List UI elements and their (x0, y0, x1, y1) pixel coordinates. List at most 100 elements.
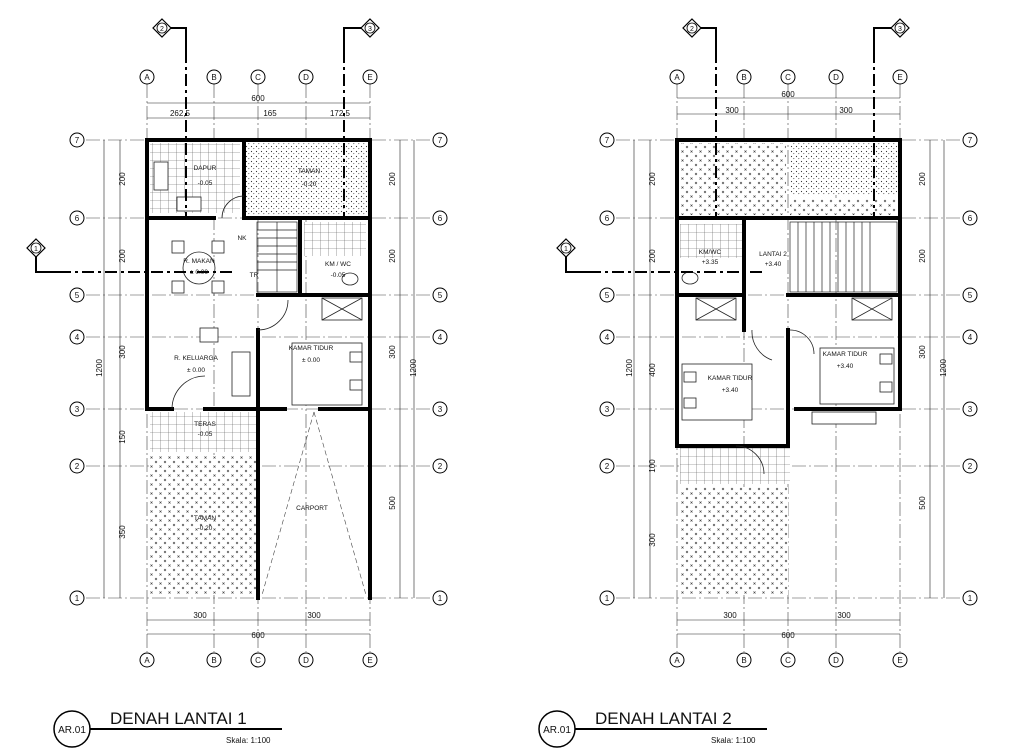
lantai2-dim-right-2: 300 (918, 345, 927, 359)
lantai1-dim-right-1: 200 (388, 249, 397, 263)
garden-back-hatch (246, 143, 367, 215)
lantai2-dim-right-1: 200 (918, 249, 927, 263)
title-blocks (53, 710, 767, 748)
lantai1-axis-row-4-right: 4 (438, 333, 443, 342)
plan-lantai-2 (565, 27, 960, 652)
lantai1-axis-row-7-right-circle (432, 132, 448, 148)
lantai2-axis-row-4-right: 4 (968, 333, 973, 342)
lantai1-axis-row-7-right: 7 (438, 136, 443, 145)
lantai1-room-label-6: R. KELUARGA (174, 355, 218, 362)
lantai2-dim-left-3: 100 (648, 459, 657, 473)
lantai2-axis-row-2-right: 2 (968, 462, 973, 471)
lantai1-dim-top-0: 262,5 (170, 109, 191, 118)
lantai2-scale: Skala: 1:100 (711, 736, 756, 745)
lantai2-room-label-1: LANTAI 2 (759, 251, 787, 258)
lantai1-dim-right-2: 300 (388, 345, 397, 359)
lantai2-room-label-0: KM/WC (699, 249, 722, 256)
lantai2-dim-bottom-total: 600 (781, 631, 795, 640)
lantai1-dim-bottom-total: 600 (251, 631, 265, 640)
lantai2-dim-top-0: 300 (725, 106, 739, 115)
lantai2-axis-row-6-right-circle (962, 210, 978, 226)
lantai2-axis-row-1-left-circle (599, 590, 615, 606)
lantai2-axis-row-5-left: 5 (605, 291, 610, 300)
lantai1-axis-col-D-bottom-circle (298, 652, 314, 668)
lantai2-axis-row-5-right: 5 (968, 291, 973, 300)
lantai1-section-marker-1-circle (30, 242, 42, 254)
lantai1-room-level-9: -0.20 (198, 525, 213, 532)
lantai1-axis-row-6-right: 6 (438, 214, 443, 223)
lantai1-axis-col-A-top-circle (139, 69, 155, 85)
stairs (256, 221, 298, 293)
lantai1-axis-row-3-left: 3 (75, 405, 80, 414)
lantai1-axis-col-B-bottom: B (211, 656, 216, 665)
walls (675, 138, 902, 448)
lantai1-axis-row-2-right-circle (432, 458, 448, 474)
lantai1-dim-right-0: 200 (388, 172, 397, 186)
lantai2-axis-row-3-right: 3 (968, 405, 973, 414)
lantai1-axis-col-C-bottom-circle (250, 652, 266, 668)
lantai2-axis-row-7-right-circle (962, 132, 978, 148)
lantai1-dim-left-1: 200 (118, 249, 127, 263)
lantai1-room-level-1: -0.20 (302, 181, 317, 188)
lantai1-dim-left-3: 150 (118, 430, 127, 444)
lantai1-axis-row-4-left: 4 (75, 333, 80, 342)
lantai1-axis-row-6-left: 6 (75, 214, 80, 223)
lantai2-dim-right-3: 500 (918, 496, 927, 510)
lantai1-axis-row-1-right: 1 (438, 594, 443, 603)
lantai1-dim-right-total: 1200 (409, 359, 418, 377)
lantai1-axis-row-3-right-circle (432, 401, 448, 417)
lantai1-dim-left-0: 200 (118, 172, 127, 186)
lantai1-axis-row-4-right-circle (432, 329, 448, 345)
lantai1-axis-row-3-right: 3 (438, 405, 443, 414)
lantai1-axis-row-5-right-circle (432, 287, 448, 303)
lantai2-axis-col-B-bottom-circle (736, 652, 752, 668)
roof-hatch-right (790, 143, 897, 195)
lantai2-section-marker-3: 3 (898, 26, 902, 33)
lantai1-room-label-8: TERAS (194, 421, 216, 428)
garden-below-hatch (680, 487, 788, 595)
dimension-lines (633, 97, 945, 635)
lantai1-dim-right-3: 500 (388, 496, 397, 510)
lantai1-axis-row-6-left-circle (69, 210, 85, 226)
lantai2-dim-top-total: 600 (781, 90, 795, 99)
lantai2-axis-col-D-top: D (833, 73, 839, 82)
furniture (681, 271, 895, 475)
lantai1-axis-col-B-top: B (211, 73, 216, 82)
lantai2-axis-row-1-left: 1 (605, 594, 610, 603)
lantai2-axis-row-4-left-circle (599, 329, 615, 345)
lantai1-axis-row-7-left: 7 (75, 136, 80, 145)
lantai2-axis-col-A-bottom: A (674, 656, 680, 665)
bath-floor-hatch (680, 224, 742, 258)
lantai2-axis-col-B-bottom: B (741, 656, 746, 665)
lantai2-axis-row-3-right-circle (962, 401, 978, 417)
lantai1-axis-row-2-left-circle (69, 458, 85, 474)
lantai1-axis-col-E-bottom: E (367, 656, 372, 665)
lantai1-axis-col-C-top: C (255, 73, 261, 82)
lantai1-room-label-10: CARPORT (296, 505, 328, 512)
lantai2-room-label-2: KAMAR TIDUR (708, 375, 753, 382)
lantai1-room-level-6: ± 0.00 (187, 367, 205, 374)
lantai1-axis-row-5-left: 5 (75, 291, 80, 300)
lantai2-axis-col-A-bottom-circle (669, 652, 685, 668)
lantai2-axis-col-C-bottom: C (785, 656, 791, 665)
lantai2-dim-left-total: 1200 (625, 359, 634, 377)
lantai1-axis-col-C-bottom: C (255, 656, 261, 665)
lantai1-axis-row-2-right: 2 (438, 462, 443, 471)
lantai2-dim-bottom-0: 300 (723, 611, 737, 620)
lantai2-axis-col-B-top-circle (736, 69, 752, 85)
lantai2-axis-col-D-top-circle (828, 69, 844, 85)
lantai2-room-level-2: +3.40 (722, 387, 739, 394)
lantai1-dim-top-2: 172,5 (330, 109, 351, 118)
terrace-hatch (150, 412, 260, 452)
lantai2-dim-left-2: 400 (648, 363, 657, 377)
lantai1-axis-col-E-top: E (367, 73, 372, 82)
balcony-hatch (680, 448, 790, 484)
lantai1-room-label-5: TR (250, 272, 259, 279)
lantai2-axis-row-4-left: 4 (605, 333, 610, 342)
lantai1-axis-col-C-top-circle (250, 69, 266, 85)
lantai1-axis-col-D-top-circle (298, 69, 314, 85)
lantai2-axis-row-5-right-circle (962, 287, 978, 303)
lantai2-dim-right-total: 1200 (939, 359, 948, 377)
lantai1-dim-top-1: 165 (263, 109, 277, 118)
lantai1-axis-col-A-bottom-circle (139, 652, 155, 668)
